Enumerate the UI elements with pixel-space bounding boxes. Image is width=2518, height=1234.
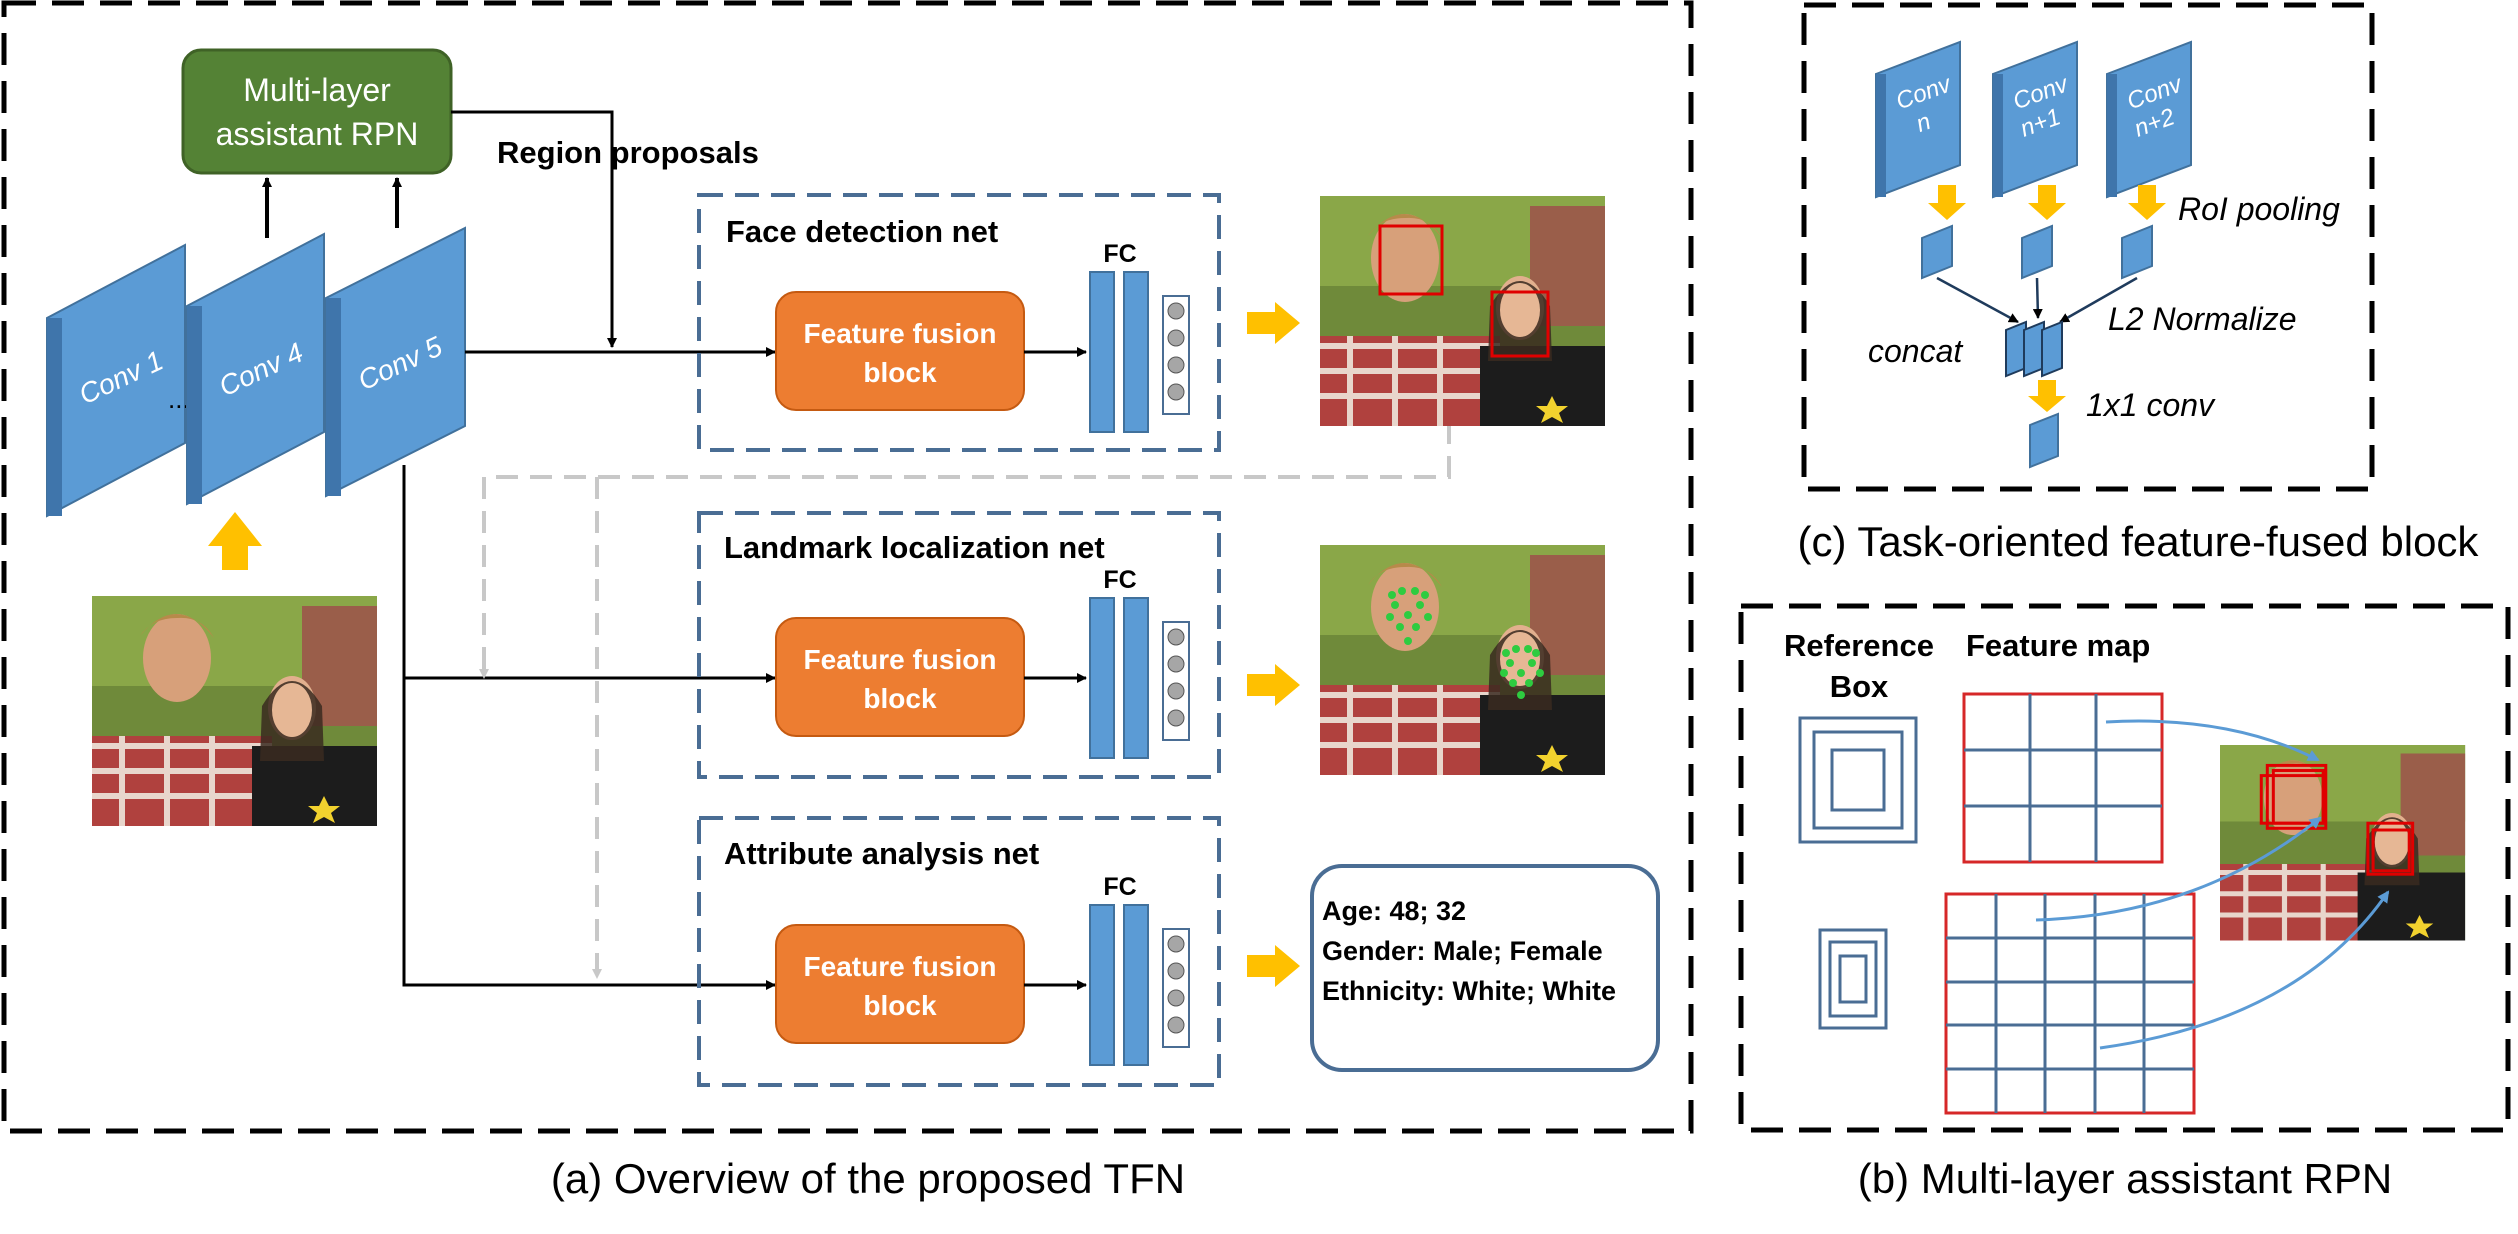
region-proposals-label: Region proposals — [497, 135, 759, 170]
rpn-box-line2: assistant RPN — [216, 116, 419, 152]
concat-block — [2005, 320, 2063, 378]
attribute-fc-label: FC — [1103, 873, 1136, 901]
line-to-attribute-net — [402, 465, 776, 990]
input-up-arrow — [208, 512, 262, 570]
c-arrow-1 — [1928, 185, 1966, 220]
rpn-arrow-3 — [2099, 890, 2390, 1050]
c-arrow-4 — [2028, 380, 2066, 412]
rpn-box-line1: Multi-layer — [243, 72, 391, 108]
concat-label: concat — [1868, 333, 1963, 369]
attribute-fusion-line1: Feature fusion — [804, 951, 997, 982]
landmark-fusion-line1: Feature fusion — [804, 644, 997, 675]
face-detection-title: Face detection net — [726, 214, 998, 249]
landmark-localization-net: Landmark localization net Feature fusion… — [697, 511, 1221, 779]
caption-c: (c) Task-oriented feature-fused block — [1798, 518, 2480, 565]
face-output-arrow — [1247, 302, 1300, 344]
rpn-result-photo — [2220, 745, 2465, 941]
attribute-analysis-net: Attribute analysis net Feature fusion bl… — [697, 816, 1221, 1087]
line-concat-3 — [2059, 276, 2138, 324]
feature-map-label: Feature map — [1966, 628, 2150, 663]
line-concat-2 — [2032, 277, 2043, 319]
landmark-fusion-line2: block — [863, 683, 937, 714]
pooled-cubes — [1921, 224, 2153, 280]
panel-a-frame — [1, 0, 1694, 1134]
face-detection-result-photo — [1320, 196, 1605, 426]
face-detection-net: Face detection net Feature fusion block … — [697, 193, 1221, 452]
landmark-title: Landmark localization net — [724, 530, 1105, 565]
attribute-result-box: Age: 48; 32 Gender: Male; Female Ethnici… — [1310, 864, 1660, 1072]
feature-map-small-grid — [1962, 692, 2164, 864]
attribute-fusion-line2: block — [863, 990, 937, 1021]
c-arrow-2 — [2028, 185, 2066, 220]
conv5-block: Conv 5 — [325, 226, 466, 498]
input-photo — [92, 596, 377, 826]
caption-a: (a) Overview of the proposed TFN — [551, 1155, 1185, 1202]
face-fusion-line1: Feature fusion — [804, 318, 997, 349]
attribute-title: Attribute analysis net — [724, 836, 1039, 871]
panel-c-conv-n1: Conv n+1 — [1992, 40, 2078, 199]
face-fc-label: FC — [1103, 240, 1136, 268]
attr-age: Age: 48; 32 — [1322, 896, 1466, 926]
landmark-fc-label: FC — [1103, 566, 1136, 594]
caption-b: (b) Multi-layer assistant RPN — [1858, 1155, 2392, 1202]
rpn-arrow-1 — [2105, 719, 2320, 762]
ellipsis: ... — [168, 384, 190, 414]
face-fusion-line2: block — [863, 357, 937, 388]
attr-gender: Gender: Male; Female — [1322, 936, 1603, 966]
panel-c-conv-n2: Conv n+2 — [2106, 40, 2192, 199]
panel-b-frame — [1738, 603, 2511, 1133]
roi-pooling-label: RoI pooling — [2178, 191, 2340, 227]
landmark-result-photo — [1320, 545, 1605, 775]
line-concat-1 — [1936, 276, 2019, 324]
reference-box-small — [1818, 928, 1888, 1030]
conv1x1-output-cube — [2029, 412, 2059, 469]
region-proposals-arrow — [451, 110, 617, 348]
c-arrow-3 — [2128, 185, 2166, 220]
rpn-arrow-2 — [2035, 816, 2322, 922]
attr-ethnicity: Ethnicity: White; White — [1322, 976, 1616, 1006]
reference-box-large — [1798, 716, 1918, 844]
landmark-output-arrow — [1247, 664, 1300, 706]
reference-box-line2: Box — [1830, 669, 1889, 704]
conv4-block: Conv 4 — [186, 232, 325, 506]
rpn-box: Multi-layer assistant RPN — [181, 48, 453, 175]
attribute-output-arrow — [1247, 945, 1300, 987]
reference-box-line1: Reference — [1784, 628, 1934, 663]
l2-normalize-label: L2 Normalize — [2108, 301, 2297, 337]
conv1-block: Conv 1 — [46, 243, 186, 518]
conv1x1-label: 1x1 conv — [2086, 387, 2216, 423]
panel-c-conv-n: Conv n — [1875, 40, 1961, 199]
feature-map-large-grid — [1944, 892, 2196, 1115]
